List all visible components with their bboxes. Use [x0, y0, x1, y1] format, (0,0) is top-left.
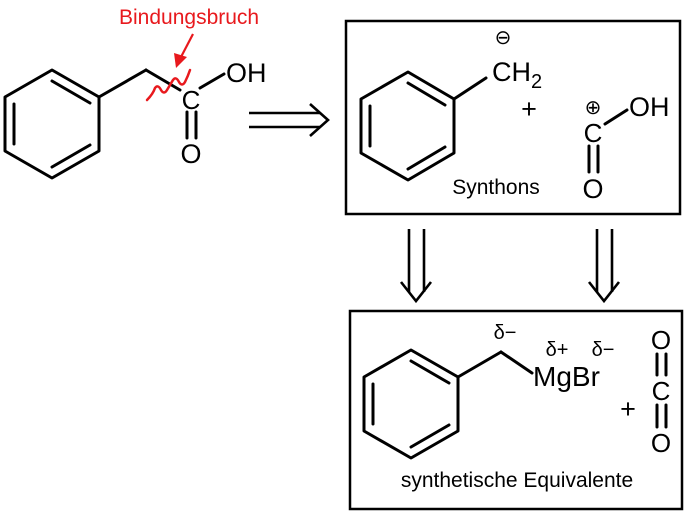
- synthons-plus: +: [521, 94, 537, 124]
- equivalent-ch2-bond: [456, 350, 503, 379]
- co2-carbon: C: [652, 376, 671, 406]
- anion-ch2-label: CH2: [492, 57, 542, 93]
- delta-minus-carbon: δ−: [494, 322, 517, 344]
- equivalents-caption: synthetische Equivalente: [401, 469, 633, 492]
- cation-o-label: O: [582, 174, 603, 204]
- synthon-ch2-bond: [452, 76, 488, 101]
- bond-break-arrow-shaft: [180, 33, 194, 58]
- c-oh-bond: [198, 72, 226, 90]
- delta-plus-mg: δ+: [546, 339, 569, 361]
- target-oh-label: OH: [226, 58, 267, 88]
- benzene-ring-synthon: [359, 70, 456, 182]
- co2-bottom-o: O: [651, 428, 671, 458]
- target-c-label: C: [182, 85, 201, 115]
- synthons-box: ⊖ CH2 + ⊕ C OH O Synthons: [344, 19, 682, 216]
- cation-c-oh-bond: [603, 108, 629, 126]
- ch2-bond: [97, 68, 148, 99]
- bond-break-wavy-line: [145, 68, 192, 102]
- c-mg-bond: [499, 350, 534, 375]
- co2-top-o: O: [651, 325, 671, 355]
- cation-charge: ⊕: [585, 97, 602, 119]
- cation-oh-label: OH: [629, 92, 670, 122]
- delta-minus-br: δ−: [592, 339, 615, 361]
- benzene-ring-equivalent: [362, 348, 460, 460]
- target-molecule: C OH O: [3, 58, 267, 180]
- grignard-reagent-label: MgBr: [533, 361, 600, 392]
- target-o-label: O: [180, 139, 201, 169]
- down-arrow-right: [587, 229, 621, 304]
- bond-break-label: Bindungsbruch: [119, 6, 259, 29]
- equivalents-plus: +: [620, 394, 636, 424]
- cation-c-label: C: [584, 118, 603, 148]
- synthons-caption: Synthons: [452, 176, 540, 199]
- c-c-bond: [144, 68, 182, 92]
- bond-break-arrow-head: [174, 53, 187, 68]
- bond-break-annotation: Bindungsbruch: [119, 6, 259, 102]
- down-arrow-left: [399, 229, 433, 304]
- benzene-ring-target: [3, 68, 101, 180]
- anion-charge: ⊖: [495, 27, 512, 49]
- retrosynthesis-arrow: [249, 103, 330, 137]
- equivalents-box: δ− δ+ δ− MgBr + O C O synthetische Equiv…: [348, 309, 684, 511]
